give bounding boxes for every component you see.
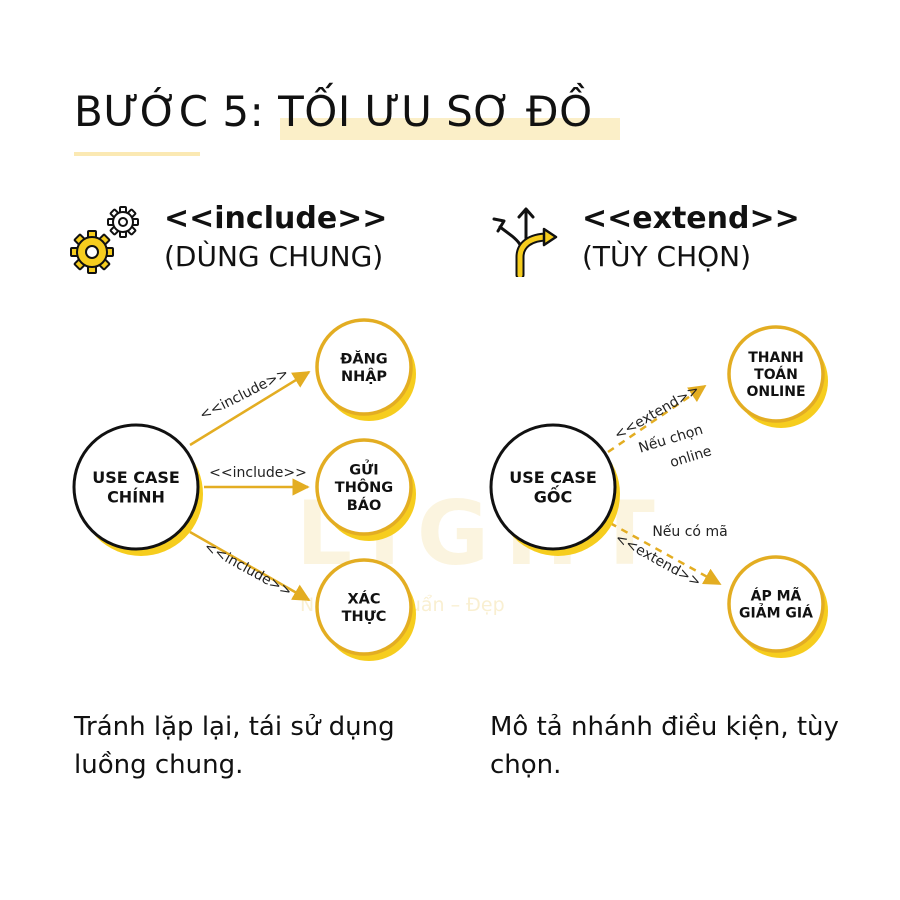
- page-title: BƯỚC 5: TỐI ƯU SƠ ĐỒ: [74, 84, 620, 144]
- node-gui-thong-bao-label: BÁO: [347, 497, 382, 514]
- gears-icon: [70, 206, 139, 274]
- extend-condition-ap-ma: Nếu có mã: [652, 523, 727, 540]
- node-gui-thong-bao[interactable]: [315, 438, 413, 536]
- extend-condition-thanh-toan-line2: online: [668, 443, 714, 471]
- node-gui-thong-bao-label: THÔNG: [335, 478, 393, 496]
- node-ap-ma-giam-gia-label: GIẢM GIÁ: [739, 603, 813, 622]
- node-dang-nhap[interactable]: [315, 318, 413, 416]
- node-gui-thong-bao-label: GỬI: [349, 460, 378, 479]
- include-edge-xac-thuc: [189, 530, 311, 602]
- extend-heading: <<extend>> (TÙY CHỌN): [582, 200, 800, 276]
- include-heading: <<include>> (DÙNG CHUNG): [164, 200, 387, 276]
- node-use-case-goc-label: USE CASE: [509, 468, 597, 487]
- node-thanh-toan-online-label: THANH: [748, 350, 804, 366]
- node-use-case-chinh-label: CHÍNH: [107, 488, 165, 507]
- include-edge-dang-nhap: [189, 370, 311, 447]
- include-edge-label-gui-thong-bao: <<include>>: [209, 465, 307, 481]
- node-use-case-goc-label: GỐC: [534, 486, 572, 507]
- include-edge-label-xac-thuc: <<include>>: [201, 539, 294, 600]
- extend-keyword: <<extend>>: [582, 201, 800, 236]
- node-dang-nhap-label: ĐĂNG: [340, 349, 387, 367]
- extend-edge-thanh-toan-online: [607, 384, 707, 454]
- node-xac-thuc-label: THỰC: [342, 609, 387, 625]
- title-prefix: BƯỚC 5:: [74, 87, 279, 136]
- title-highlight-band: [280, 118, 620, 140]
- include-subtitle: (DÙNG CHUNG): [164, 240, 384, 273]
- include-keyword: <<include>>: [164, 201, 388, 236]
- extend-caption: Mô tả nhánh điều kiện, tùy chọn.: [490, 712, 839, 780]
- node-thanh-toan-online[interactable]: [727, 325, 825, 423]
- split-arrows-icon: [492, 207, 558, 277]
- node-thanh-toan-online-label: ONLINE: [746, 384, 805, 400]
- node-dang-nhap-label: NHẬP: [341, 367, 387, 385]
- node-xac-thuc-label: XÁC: [347, 590, 380, 607]
- node-use-case-chinh-label: USE CASE: [92, 468, 180, 487]
- extend-edge-ap-ma-giam-gia: [609, 521, 722, 586]
- extend-subtitle: (TÙY CHỌN): [582, 240, 752, 273]
- node-use-case-chinh[interactable]: [72, 423, 200, 551]
- node-use-case-goc[interactable]: [489, 423, 617, 551]
- node-thanh-toan-online-label: TOÁN: [754, 366, 798, 383]
- node-xac-thuc[interactable]: [315, 558, 413, 656]
- node-ap-ma-giam-gia-label: ÁP MÃ: [751, 588, 802, 605]
- include-edge-label-dang-nhap: <<include>>: [197, 365, 291, 424]
- title-highlight-text: TỐI ƯU SƠ ĐỒ: [278, 87, 593, 136]
- title-underline: [74, 152, 200, 156]
- node-ap-ma-giam-gia[interactable]: [727, 555, 825, 653]
- include-caption: Tránh lặp lại, tái sử dụng luồng chung.: [74, 712, 395, 780]
